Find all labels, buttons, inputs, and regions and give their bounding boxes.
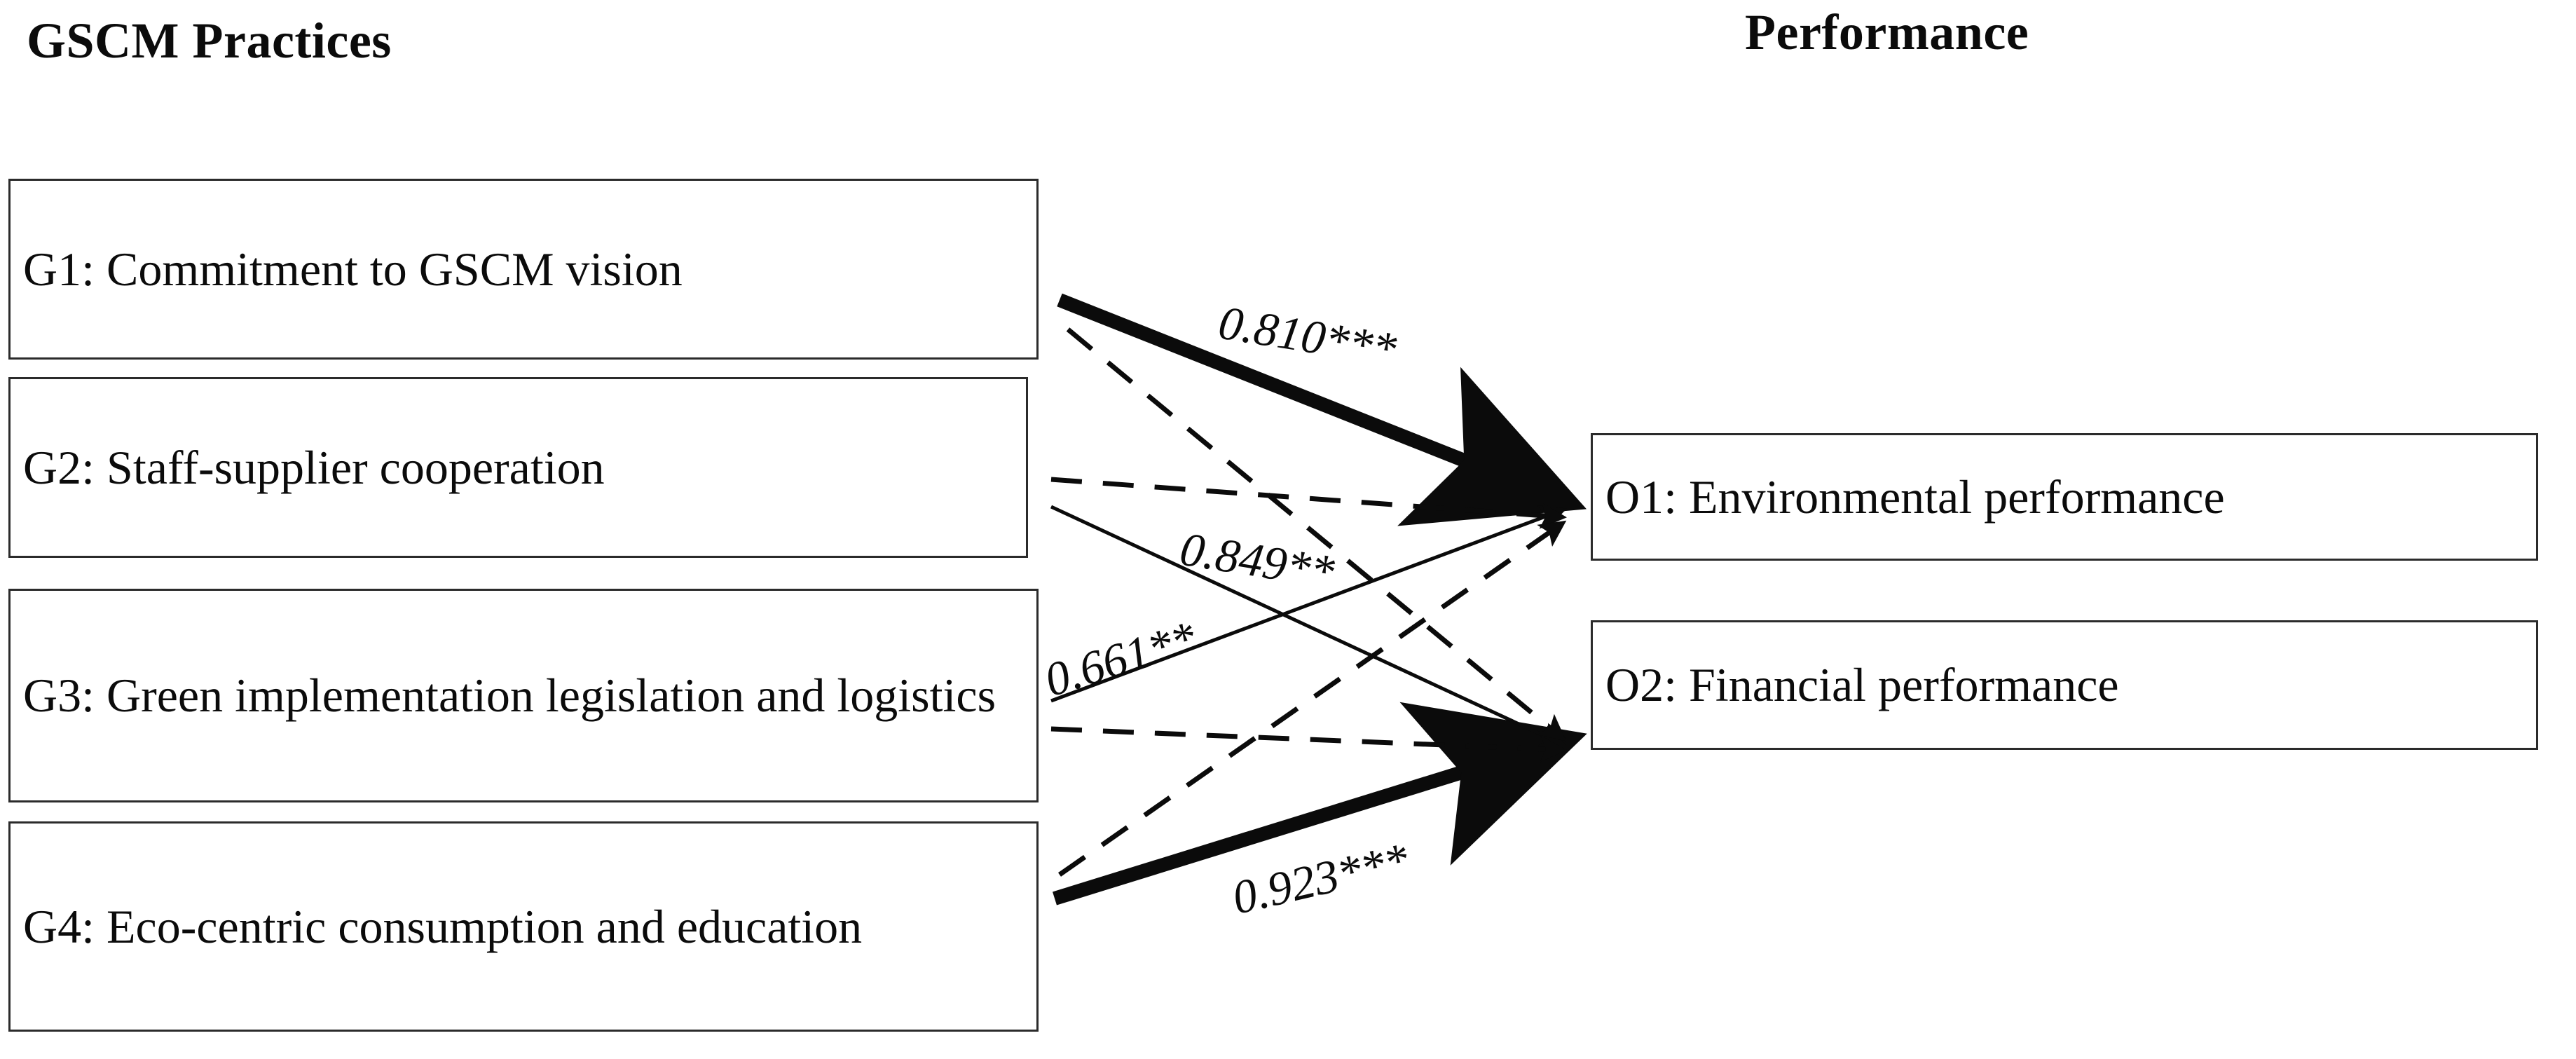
node-g2[interactable]: G2: Staff-supplier cooperation — [8, 377, 1028, 558]
node-g3-label: G3: Green implementation legislation and… — [23, 669, 996, 723]
node-g3[interactable]: G3: Green implementation legislation and… — [8, 589, 1039, 802]
node-o2-label: O2: Financial performance — [1605, 658, 2119, 712]
node-g2-label: G2: Staff-supplier cooperation — [23, 440, 605, 494]
node-g1-label: G1: Commitment to GSCM vision — [23, 242, 683, 296]
path-g2-to-o2 — [1050, 505, 1567, 747]
path-g1-to-o2 — [1066, 327, 1567, 742]
node-g4[interactable]: G4: Eco-centric consumption and educatio… — [8, 821, 1039, 1032]
path-g2-to-o1 — [1050, 477, 1567, 529]
node-o2[interactable]: O2: Financial performance — [1591, 620, 2538, 750]
path-g3-to-o1 — [1050, 505, 1567, 703]
node-g1[interactable]: G1: Commitment to GSCM vision — [8, 179, 1039, 360]
column-heading-gscm-practices: GSCM Practices — [27, 13, 392, 69]
path-g1-to-o1 — [1057, 293, 1587, 526]
node-o1[interactable]: O1: Environmental performance — [1591, 433, 2538, 561]
column-heading-performance: Performance — [1745, 4, 2029, 60]
path-g4-to-o2 — [1053, 702, 1587, 906]
node-o1-label: O1: Environmental performance — [1605, 470, 2225, 524]
path-g3-to-o2 — [1050, 726, 1567, 763]
node-g4-label: G4: Eco-centric consumption and educatio… — [23, 899, 863, 953]
